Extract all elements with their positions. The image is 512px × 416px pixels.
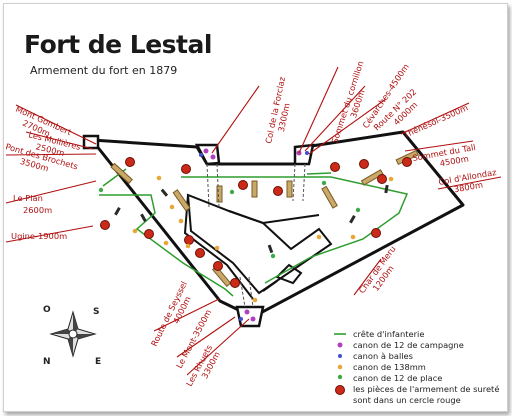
map-label-text: 4500m (439, 153, 469, 168)
sentry-boxes (114, 184, 389, 254)
bearing-ugine: Ugine-1900m (11, 231, 67, 241)
fort-map: Mont Gombert 2700m Les Mollières 2500m P… (4, 60, 502, 405)
compass-south: S (93, 307, 99, 317)
bearing-sommet-du-tall: Sommet du Tall 4500m (412, 142, 477, 168)
map-label-text: canon de 138mm (353, 362, 426, 372)
map-subtitle: Armement du fort en 1879 (30, 64, 178, 77)
field-guns (203, 148, 302, 322)
map-label-text: les pièces de l'armement de sureté (353, 384, 499, 394)
inner-court (183, 193, 333, 300)
legend-item-138mm: canon de 138mm (337, 362, 426, 372)
legend-item-safety: les pièces de l'armement de sureté sont … (335, 384, 499, 405)
legend-item-mitrailleuse: canon à balles (338, 351, 413, 361)
cannon-positions (110, 149, 419, 288)
bearing-lines (5, 66, 502, 376)
legend-item-crest: crête d'infanterie (334, 329, 424, 339)
mitrailleuses (199, 151, 309, 321)
caponier-north-right (293, 143, 315, 166)
bearing-sommet-du-cornillon: Sommet du cornillon 3600m (329, 60, 366, 145)
legend-item-place-gun: canon de 12 de place (337, 373, 442, 383)
map-label-text: sont dans un cercle rouge (353, 395, 461, 405)
map-title: Fort de Lestal (24, 30, 212, 59)
bearing-le-plan: Le Plan 2600m (13, 193, 52, 215)
caponier-south (235, 305, 265, 328)
legend-item-field-gun: canon de 12 de campagne (337, 340, 464, 350)
compass-rose: O S N E (43, 305, 101, 367)
map-label-text: crête d'infanterie (353, 329, 424, 339)
bearing-col-de-la-forclaz: Col de la Forclaz 3300m (263, 76, 292, 145)
bearing-char-de-meru: Char de Meru 1200m (357, 244, 398, 295)
place-guns (98, 180, 361, 259)
map-label-text: 2600m (23, 205, 52, 215)
powder-passages (206, 163, 306, 308)
map-label-text: 3800m (453, 179, 483, 194)
compass-east: E (95, 357, 101, 367)
map-frame: Fort de Lestal Armement du fort en 1879 (3, 3, 508, 412)
infantry-crest (99, 168, 409, 297)
map-label-text: Ugine-1900m (11, 231, 67, 241)
map-label-text: Le Plan (13, 193, 43, 203)
safety-cannons (100, 157, 412, 288)
map-label-text: canon de 12 de campagne (353, 340, 464, 350)
map-label-text: canon à balles (353, 351, 413, 361)
compass-north: N (43, 357, 51, 367)
map-label-text: canon de 12 de place (353, 373, 442, 383)
compass-west: O (43, 305, 51, 315)
map-legend: crête d'infanterie canon de 12 de campag… (334, 329, 499, 405)
bearing-col-d-allondaz: Col d'Allondaz 3800m (438, 167, 498, 194)
cannons-138mm (132, 175, 394, 303)
